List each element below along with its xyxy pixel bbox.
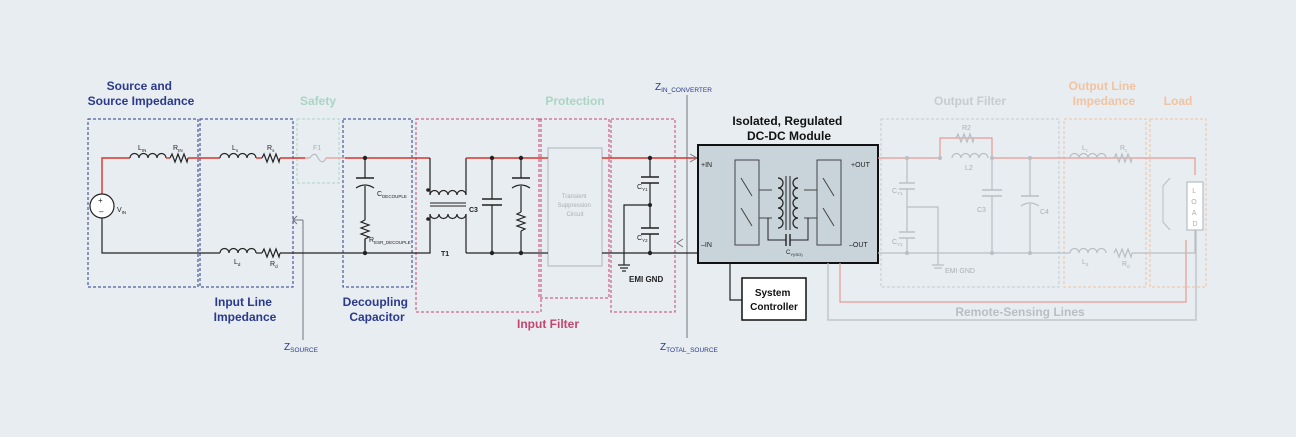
decoupling-capacitor-box [342,118,413,288]
secondary-switch-box [816,159,842,246]
t1-bottom-winding [429,213,467,220]
source-impedance-box [87,118,199,288]
emi-gnd-out-label: EMI GND [945,268,975,275]
safety-title: Safety [300,94,336,108]
plus-in-label: +IN [701,162,712,169]
lin-label: LIN [138,145,146,153]
rs-label: Rs [267,145,275,153]
input-filter-box [415,118,542,313]
source-bottom-wire [101,218,220,254]
resr-label: RESR_DECOUPLE [369,237,411,245]
r2-resistor [955,132,975,145]
ld-out-label: Ld [1082,259,1089,267]
rd-out-label: Rd [1122,261,1130,269]
protection-title: Protection [545,94,604,108]
ls-inductor [219,152,257,159]
remote-sense-positive [839,240,1187,303]
c4-label: C4 [1040,209,1049,216]
remote-sense-negative [827,230,1197,321]
lin-inductor [129,152,167,159]
t1-label: T1 [441,251,449,258]
vin-minus: – [99,207,104,216]
safety-box [296,118,340,184]
load-block [1186,181,1204,231]
damping-resistor [515,211,527,232]
vin-label: VIN [117,207,126,215]
output-filter-title: Output Filter [934,94,1006,108]
vin-source-symbol [89,193,115,219]
z-source-line [293,219,304,340]
output-line-impedance-box [1063,118,1147,288]
load-box [1149,118,1207,288]
isolation-transformer-secondary [792,177,799,229]
plus-out-label: +OUT [851,162,871,169]
cdecouple-plate-bottom [355,184,375,189]
remote-sensing-title: Remote-Sensing Lines [955,305,1085,319]
cy-module-label: CY(ISO) [786,250,803,257]
ld-label: Ld [234,259,241,267]
ls-label: Ls [232,145,239,153]
t1-top-winding [429,189,467,196]
rd-resistor [261,247,281,260]
r2-label: R2 [962,125,971,132]
rd-out-resistor [1113,247,1133,260]
output-positive-wire [878,137,1196,175]
decoupling-capacitor-title: Decoupling Capacitor [343,295,412,324]
rc-out-label: Rc [1120,145,1128,153]
rs-resistor [261,152,281,165]
source-top-wire [101,157,130,194]
z-in-converter-label: ZIN_CONVERTER [655,82,712,94]
input-line-impedance-box [199,118,294,288]
tvs-block [547,147,603,267]
protection-box [538,118,610,299]
output-line-impedance-title: Output Line Impedance [1069,79,1140,108]
cy1-label: CY1 [637,184,648,192]
module-title: Isolated, Regulated DC-DC Module [732,114,845,143]
cy2-label: CY2 [637,235,648,243]
l2-inductor [951,152,989,159]
ld-out-inductor [1069,247,1107,254]
c3-in-label: C3 [469,207,478,214]
rc-out-resistor [1113,152,1133,165]
source-impedance-title: Source and Source Impedance [88,79,195,108]
output-filter-box [880,118,1060,288]
system-controller-box [741,277,807,321]
f1-fuse [309,153,327,163]
system-controller-label: System Controller [750,288,798,313]
lc-out-inductor [1069,152,1107,159]
primary-switch-box [734,159,760,246]
load-block-label: L O A D [1191,188,1198,228]
input-line-impedance-title: Input Line Impedance [214,295,277,324]
c3-out-label: C3 [977,207,986,214]
l2-label: L2 [965,165,973,172]
input-filter-title: Input Filter [517,317,579,331]
z-source-label: ZSOURCE [284,342,319,354]
rd-label: Rd [270,261,278,269]
f1-label: F1 [313,145,321,152]
lc-out-label: Lc [1082,145,1089,153]
minus-out-label: –OUT [849,242,868,249]
damping-cap-plate-bottom [511,184,531,189]
input-filter-y-cap-box [610,118,676,313]
cy1-out-label: CY1 [892,188,903,196]
cdecouple-label: CDECOUPLE [377,191,407,199]
isolation-transformer-primary [777,177,784,229]
rin-label: RIN [173,145,183,153]
ld-inductor [219,247,257,254]
tvs-label: Transient Suppression Circuit [557,194,592,218]
dcdc-module [697,144,879,264]
load-title: Load [1164,94,1193,108]
cy2-out-label: CY2 [892,239,903,247]
vin-plus: + [98,196,103,205]
rin-resistor [169,152,189,165]
resr-resistor [359,219,371,250]
emi-gnd-label: EMI GND [629,275,663,284]
z-total-source-label: ZTOTAL_SOURCE [660,342,719,354]
minus-in-label: –IN [701,242,712,249]
